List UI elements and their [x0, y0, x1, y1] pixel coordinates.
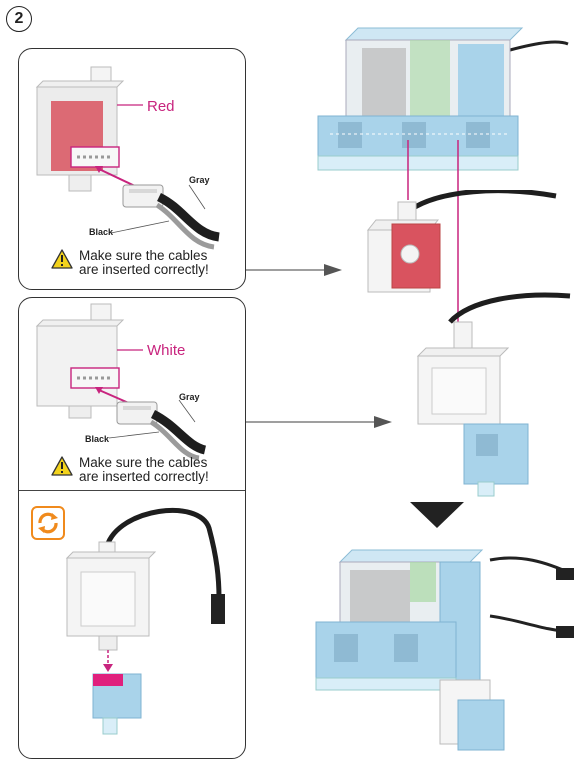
warning-icon — [51, 249, 73, 269]
instruction-panel-red: Red Gray Black Make sure the cables are … — [18, 48, 246, 290]
rotate-badge — [31, 506, 65, 540]
arrow-down-icon — [410, 502, 464, 528]
servo-white-connector-illustration — [35, 303, 207, 461]
servo-rotated-illustration — [65, 507, 225, 735]
wire-label-gray: Gray — [189, 175, 210, 185]
servo-red-3d — [366, 190, 557, 293]
servo-white-3d — [416, 292, 571, 497]
arrow-right-icon — [246, 416, 392, 428]
warning-line-1: Make sure the cables — [79, 455, 208, 470]
warning-icon — [51, 456, 73, 476]
panel-divider — [19, 490, 245, 491]
servo-label-red: Red — [147, 98, 175, 115]
warning-line-2: are inserted correctly! — [79, 262, 209, 277]
wire-label-gray: Gray — [179, 392, 200, 402]
servo-label-white: White — [147, 342, 186, 359]
warning-line-2: are inserted correctly! — [79, 469, 209, 484]
cube-assembly-top — [317, 27, 569, 171]
cube-assembly-final — [315, 549, 574, 751]
instruction-panel-white: White Gray Black Make sure the cables ar… — [18, 297, 246, 759]
wire-label-black: Black — [85, 434, 110, 444]
step-number: 2 — [6, 6, 32, 32]
rotate-icon — [38, 512, 58, 534]
servo-red-connector-illustration — [35, 66, 220, 250]
warning-message: Make sure the cables are inserted correc… — [51, 456, 209, 484]
wire-label-black: Black — [89, 227, 114, 237]
insertion-guide-lines — [407, 140, 459, 330]
warning-line-1: Make sure the cables — [79, 248, 208, 263]
arrow-right-icon — [246, 264, 342, 276]
warning-message: Make sure the cables are inserted correc… — [51, 249, 209, 277]
